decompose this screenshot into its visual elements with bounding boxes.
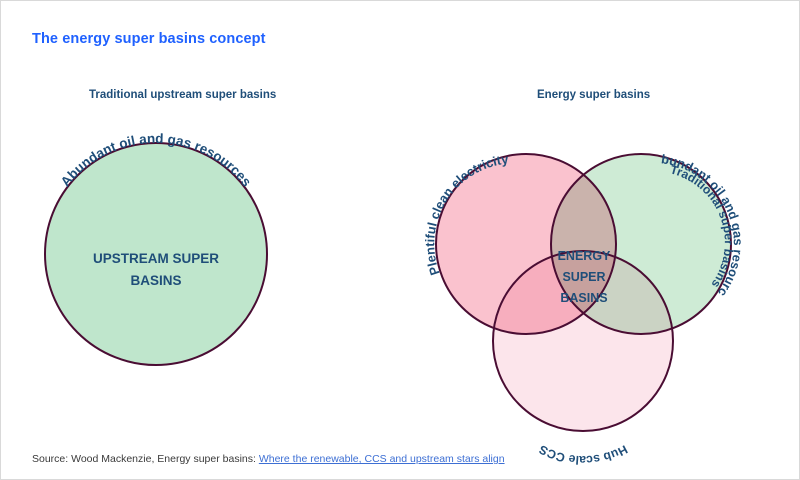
- plentiful-clean-electricity-circle-outline: [435, 153, 617, 335]
- right-panel-subtitle: Energy super basins: [537, 89, 651, 101]
- venn-center-line-1: ENERGY: [558, 249, 611, 263]
- venn-center-line-2: SUPER: [562, 270, 605, 284]
- traditional-upstream-diagram: Abundant oil and gas resources UPSTREAM …: [31, 126, 281, 386]
- upstream-center-line-1: UPSTREAM SUPER: [93, 251, 219, 266]
- left-panel-subtitle: Traditional upstream super basins: [89, 89, 277, 101]
- page-title: The energy super basins concept: [32, 31, 266, 47]
- source-line: Source: Wood Mackenzie, Energy super bas…: [32, 453, 505, 465]
- hub-scale-ccs-arc-label-path: Hub scale CCS: [537, 442, 630, 467]
- source-prefix: Source: Wood Mackenzie, Energy super bas…: [32, 453, 259, 465]
- energy-super-basins-venn: Plentiful clean electricity Abundant oil…: [416, 114, 771, 467]
- venn-center-line-3: BASINS: [560, 291, 607, 305]
- abundant-oil-and-gas-circle-outline: [550, 153, 732, 335]
- source-link[interactable]: Where the renewable, CCS and upstream st…: [258, 453, 505, 465]
- hub-scale-ccs-circle-outline: [492, 250, 674, 432]
- upstream-center-line-2: BASINS: [130, 273, 181, 288]
- hub-scale-ccs-circle-fill: [493, 251, 673, 431]
- hub-scale-ccs-arc-label: Hub scale CCS: [537, 442, 630, 467]
- upstream-super-basins-circle: [44, 142, 268, 366]
